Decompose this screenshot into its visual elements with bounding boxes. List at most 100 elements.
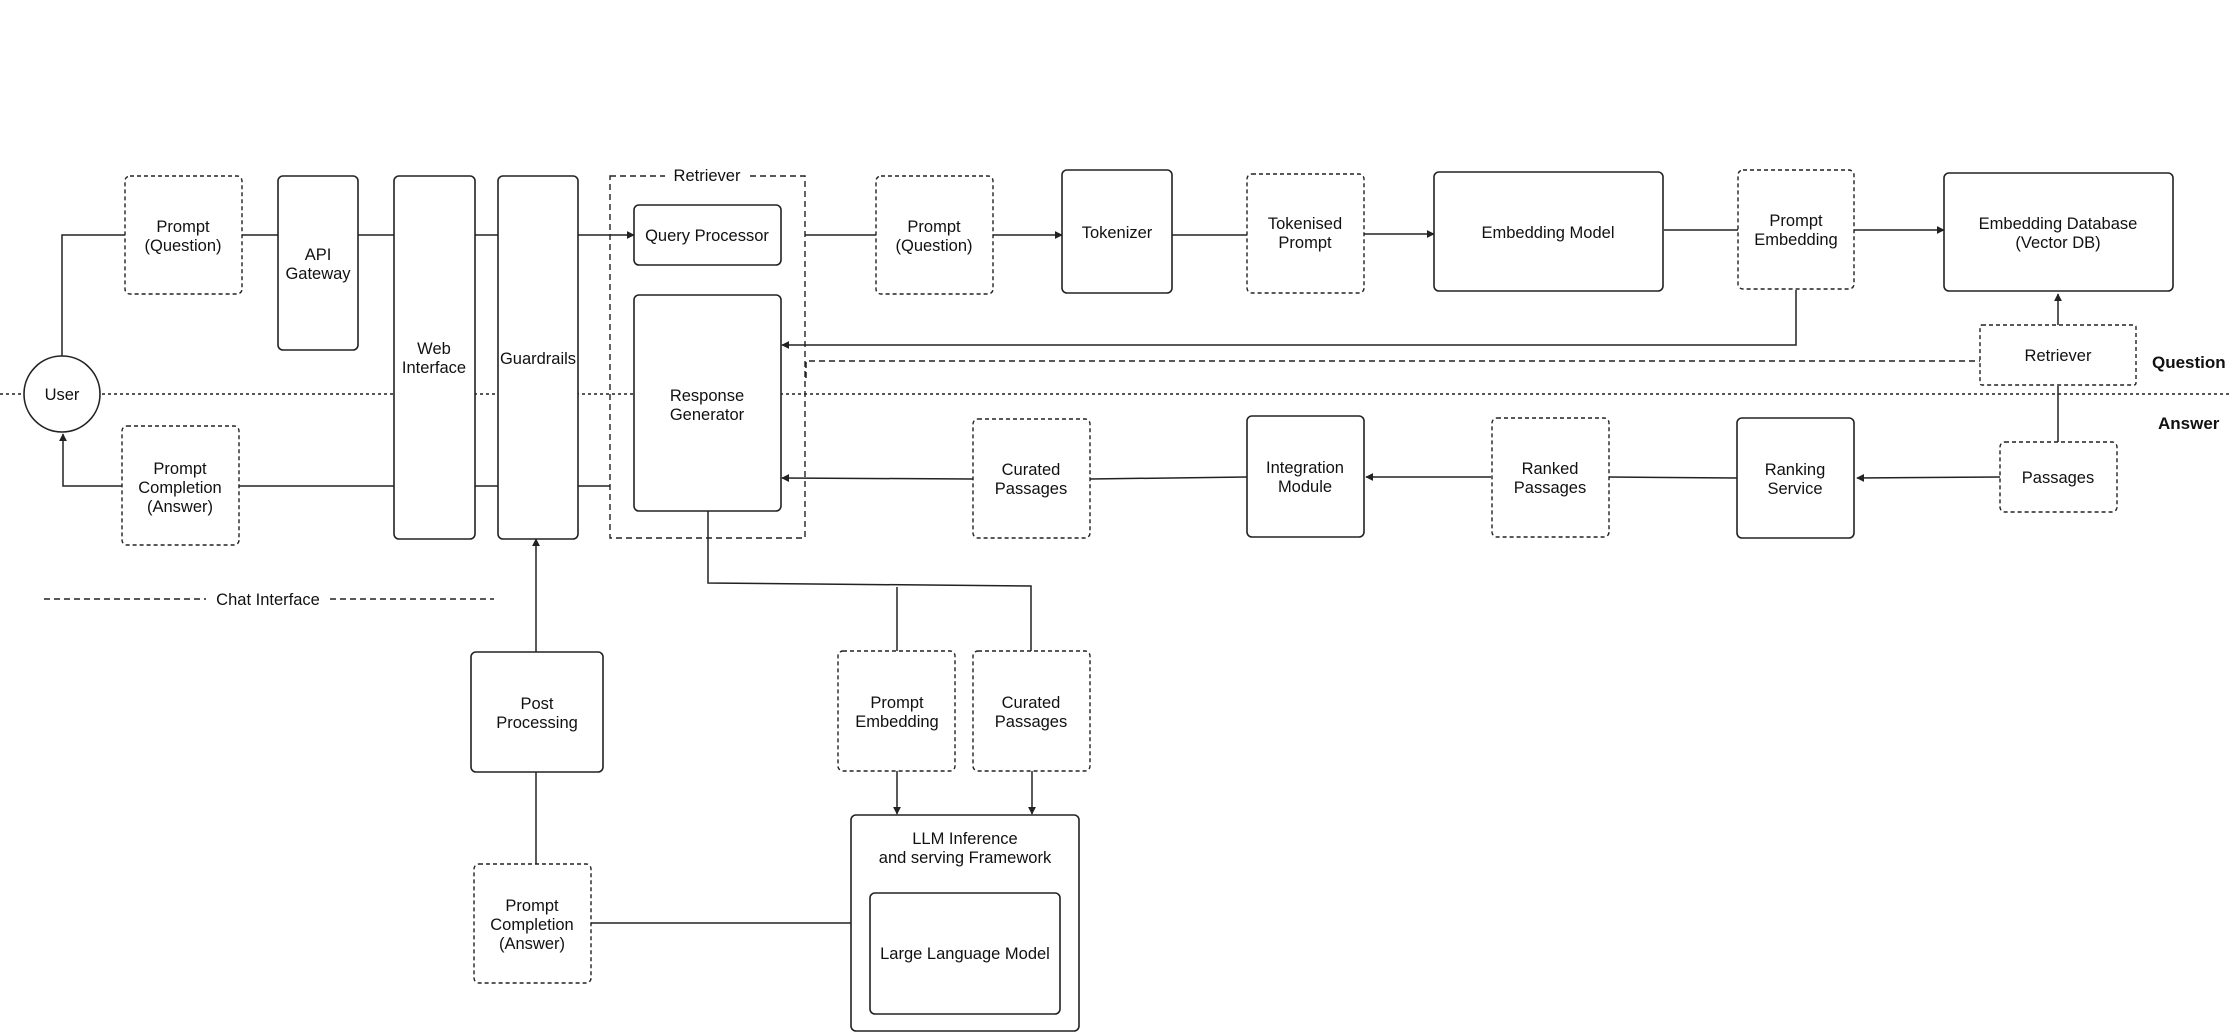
label-line: Interface (402, 359, 466, 377)
label-line: Gateway (285, 265, 351, 283)
svg-text:Embedding Database(Vector DB): Embedding Database(Vector DB) (1979, 215, 2138, 252)
edge-response-to-curated-bottom (707, 511, 1032, 651)
embedding-database-node: Embedding Database(Vector DB) (1943, 172, 2174, 292)
prompt-question-2-node: Prompt(Question) (875, 175, 994, 295)
edge-completion-to-user (59, 433, 122, 487)
label-line: LLM Inference (912, 830, 1017, 848)
edge-integration-to-curated (1089, 476, 1248, 480)
label-line: Prompt (1278, 234, 1332, 252)
tokenizer-node: Tokenizer (1061, 169, 1173, 294)
large-language-model-node: Large Language Model (869, 892, 1061, 1015)
label-line: Ranking (1765, 461, 1826, 479)
edge-ranking-to-ranked (1607, 476, 1738, 479)
label-line: Web (417, 340, 451, 358)
svg-text:Guardrails: Guardrails (500, 350, 576, 368)
svg-text:Retriever: Retriever (674, 167, 741, 185)
retriever-group: Retriever (609, 164, 806, 539)
label-line: Curated (1002, 461, 1061, 479)
retriever-node: Retriever (1979, 324, 2137, 386)
svg-text:Query Processor: Query Processor (645, 227, 769, 245)
label-line: Embedding (1754, 231, 1837, 249)
edge-prompt-embedding-to-response (781, 290, 1797, 349)
label-line: (Question) (144, 237, 221, 255)
query-processor-node: Query Processor (633, 204, 782, 266)
label-line: Completion (490, 916, 573, 934)
label-line: Prompt (505, 897, 559, 915)
prompt-question-node: Prompt(Question) (124, 175, 243, 295)
label-line: Prompt (870, 694, 924, 712)
label-line: Prompt (907, 218, 961, 236)
edge-retriever-dashed (805, 360, 1980, 378)
label-line: Service (1767, 480, 1822, 498)
guardrails-node: Guardrails (497, 175, 579, 540)
label-line: and serving Framework (879, 849, 1052, 867)
svg-text:Prompt(Question): Prompt(Question) (144, 218, 221, 255)
label-line: Curated (1002, 694, 1061, 712)
label-line: Response (670, 387, 744, 405)
label-line: Passages (995, 713, 1067, 731)
label-line: Passages (995, 480, 1067, 498)
label-line: Passages (1514, 479, 1586, 497)
label-line: Embedding Database (1979, 215, 2138, 233)
label-line: Module (1278, 478, 1332, 496)
label-line: Post (520, 695, 553, 713)
label-line: Integration (1266, 459, 1344, 477)
label-line: Processing (496, 714, 578, 732)
svg-text:Embedding Model: Embedding Model (1482, 224, 1615, 242)
label-line: (Answer) (499, 935, 565, 953)
label-line: (Answer) (147, 498, 213, 516)
label-line: Completion (138, 479, 221, 497)
edge-curated-to-response (781, 474, 974, 483)
label-line: API (305, 246, 332, 264)
user-node: User (23, 355, 101, 433)
chat-interface-label: Chat Interface (216, 591, 320, 609)
svg-text:Tokenizer: Tokenizer (1082, 224, 1153, 242)
label-line: Prompt (156, 218, 210, 236)
svg-text:Large Language Model: Large Language Model (880, 945, 1050, 963)
label-line: Ranked (1522, 460, 1579, 478)
label-line: Embedding (855, 713, 938, 731)
label-line: Prompt (153, 460, 207, 478)
label-line: (Question) (895, 237, 972, 255)
svg-text:Passages: Passages (2022, 469, 2094, 487)
embedding-model-node: Embedding Model (1433, 171, 1664, 292)
label-line: Tokenised (1268, 215, 1342, 233)
edge-user-to-prompt (61, 234, 125, 356)
edge-passages-to-ranking (1856, 473, 2001, 482)
svg-text:Retriever: Retriever (2025, 347, 2092, 365)
answer-label: Answer (2158, 414, 2220, 433)
label-line: Generator (670, 406, 745, 424)
svg-text:User: User (45, 386, 80, 404)
label-line: (Vector DB) (2015, 234, 2100, 252)
passages-node: Passages (1999, 441, 2118, 513)
